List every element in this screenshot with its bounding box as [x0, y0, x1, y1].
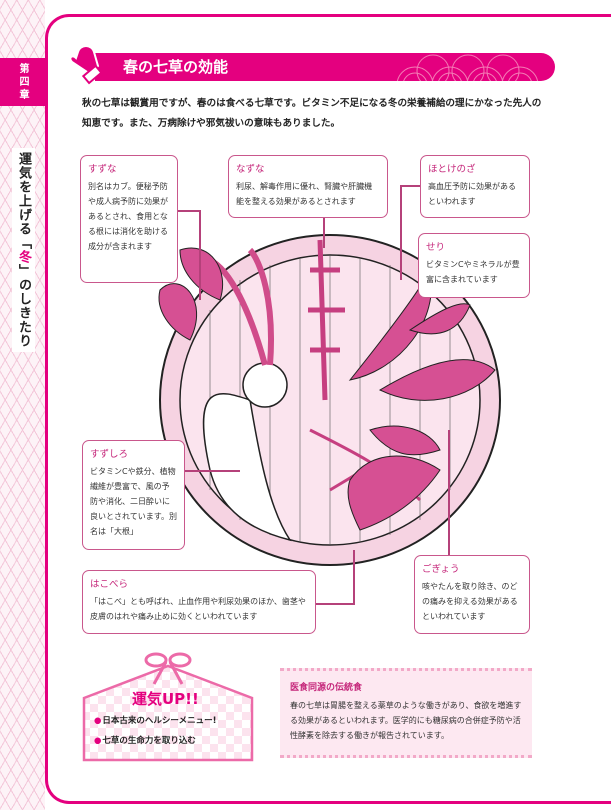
connector-line	[400, 185, 402, 280]
herb-name: せり	[426, 242, 446, 253]
wave-pattern-icon	[396, 54, 539, 81]
info-text: 春の七草は胃腸を整える薬草のような働きがあり、食欲を増進する効果があるといわれま…	[290, 701, 522, 740]
herb-desc: 利尿、解毒作用に優れ、腎臓や肝臓機能を整える効果があるとされます	[236, 182, 373, 206]
herb-name: ほとけのざ	[428, 164, 476, 175]
ema-bullet: 日本古来のヘルシーメニュー!	[94, 714, 216, 726]
herb-card-hakobera: はこべら「はこべ」とも呼ばれ、止血作用や利尿効果のほか、歯茎や皮膚のはれや痛み止…	[82, 570, 316, 634]
section-header: 春の七草の効能	[95, 53, 555, 81]
herb-card-nazuna: なずな利尿、解毒作用に優れ、腎臓や肝臓機能を整える効果があるとされます	[228, 155, 388, 218]
chapter-title: 運気を上げる「冬」のしきたり	[12, 148, 35, 352]
herb-desc: 「はこべ」とも呼ばれ、止血作用や利尿効果のほか、歯茎や皮膚のはれや痛み止めに効く…	[90, 597, 306, 621]
ema-plaque: 運気UP!! 日本古来のヘルシーメニュー! 七草の生命力を取り込む	[82, 648, 254, 766]
herb-name: すずしろ	[90, 449, 129, 460]
herb-card-suzuna: すずな別名はカブ。便秘予防や成人病予防に効果があるとされ、食用となる根には消化を…	[80, 155, 178, 283]
section-title: 春の七草の効能	[123, 58, 229, 76]
herb-card-seri: せりビタミンCやミネラルが豊富に含まれています	[418, 233, 530, 298]
herb-card-hotokenoza: ほとけのざ高血圧予防に効果があるといわれます	[420, 155, 530, 218]
info-box: 医食同源の伝統食 春の七草は胃腸を整える薬草のような働きがあり、食欲を増進する効…	[280, 668, 532, 758]
connector-line	[448, 430, 450, 555]
connector-line	[353, 550, 355, 605]
ema-bullet: 七草の生命力を取り込む	[94, 734, 196, 746]
herb-name: はこべら	[90, 579, 129, 590]
connector-line	[316, 603, 354, 605]
mitten-icon	[69, 45, 103, 85]
connector-line	[178, 210, 200, 212]
title-part: 」のしきたり	[16, 264, 31, 348]
connector-line	[323, 218, 325, 248]
side-pattern	[0, 0, 45, 810]
intro-text: 秋の七草は観賞用ですが、春のは食べる七草です。ビタミン不足になる冬の栄養補給の理…	[82, 98, 542, 129]
herb-card-suzushiro: すずしろビタミンCや鉄分、植物繊維が豊富で、風の予防や消化、二日酔いに良いとされ…	[82, 440, 185, 550]
herb-card-gogyou: ごぎょう咳やたんを取り除き、のどの痛みを抑える効果があるといわれています	[414, 555, 530, 634]
ema-title: 運気UP!!	[132, 690, 199, 708]
connector-line	[199, 210, 201, 300]
herb-name: なずな	[236, 164, 265, 175]
connector-line	[400, 185, 420, 187]
title-part: 運気を上げる「	[16, 152, 31, 250]
herb-desc: 咳やたんを取り除き、のどの痛みを抑える効果があるといわれています	[422, 582, 518, 621]
info-title: 医食同源の伝統食	[290, 683, 363, 693]
chapter-label: 第四章	[0, 58, 45, 106]
title-highlight: 冬	[16, 250, 31, 264]
herb-desc: ビタミンCやミネラルが豊富に含まれています	[426, 260, 520, 284]
herb-desc: 高血圧予防に効果があるといわれます	[428, 182, 516, 206]
herb-name: ごぎょう	[422, 564, 460, 575]
herb-name: すずな	[88, 164, 117, 175]
connector-line	[185, 470, 240, 472]
herb-desc: 別名はカブ。便秘予防や成人病予防に効果があるとされ、食用となる根には消化を助ける…	[88, 182, 168, 251]
herb-desc: ビタミンCや鉄分、植物繊維が豊富で、風の予防や消化、二日酔いに良いとされています…	[90, 467, 177, 536]
nanakusa-illustration	[158, 234, 501, 566]
